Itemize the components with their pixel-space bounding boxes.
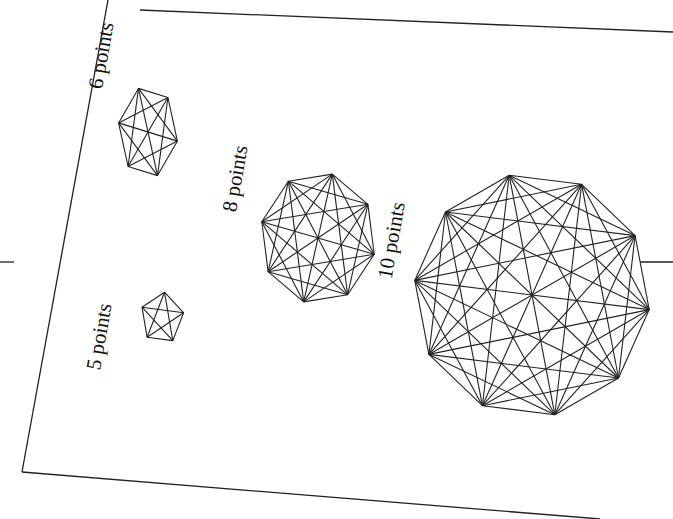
graph-edge [147,337,173,340]
graph-edge [555,236,635,415]
graph-edge [368,204,374,254]
graph-label: 8 points [220,143,252,213]
graph-edge [582,184,636,235]
graph-edge [268,181,288,272]
graph-edge [446,175,510,212]
graph-edge [142,292,165,307]
graph-edge [415,280,429,354]
graph-edge [268,254,374,271]
graph-edge [262,174,333,222]
graph-edge [128,88,138,166]
graph-edge [119,123,129,167]
graph-edge [262,222,268,272]
graph-edge [268,204,368,271]
graph-edge [304,204,368,302]
graph-edge [262,204,368,221]
graph-edge [348,204,368,294]
graph-edge [288,181,374,254]
graph-edge [332,174,347,295]
graph-edge [128,167,157,176]
graph-edge [304,295,348,302]
graph-edge [288,181,368,204]
graph-edge [415,212,446,280]
graph-label: 5 points [84,301,116,371]
graph-edge [446,212,636,236]
graph-edge [158,98,168,176]
graph-edge [147,313,184,337]
graph-edge [139,88,168,97]
graph-edge [429,184,582,354]
graph-edge [142,307,147,337]
graph-edge [168,98,178,142]
graph-edge [415,184,582,280]
graph-edge [262,222,348,295]
graph-edge [429,212,446,354]
graph-edge [165,292,173,340]
graph-edge [415,280,555,414]
graph-edge [446,184,582,212]
graph-edge [288,181,303,302]
graph-edge [509,175,635,235]
graph-edge [429,236,635,355]
graph-edge [582,184,619,378]
graph-label: 6 points [86,20,118,90]
graph-edge [268,174,332,272]
complete-graphs [119,88,650,414]
graph-edge [119,98,168,123]
graph-edge [555,378,619,415]
graph-edge [446,212,483,406]
graph-edge [332,174,368,204]
graph-edge [482,406,554,415]
graph-label: 10 points [375,200,409,280]
graph-edge [482,236,635,406]
graph-edge [415,236,635,281]
graph-edge [262,181,289,222]
graph-edge [147,292,164,337]
graph-edge [509,175,581,184]
graph-edge [142,307,184,313]
graph-edge [619,310,650,378]
graph-edge [619,236,636,378]
graph-edge [268,272,304,302]
graph-edge [635,236,649,310]
graph-edge [509,175,649,309]
graph-edge [288,174,332,181]
